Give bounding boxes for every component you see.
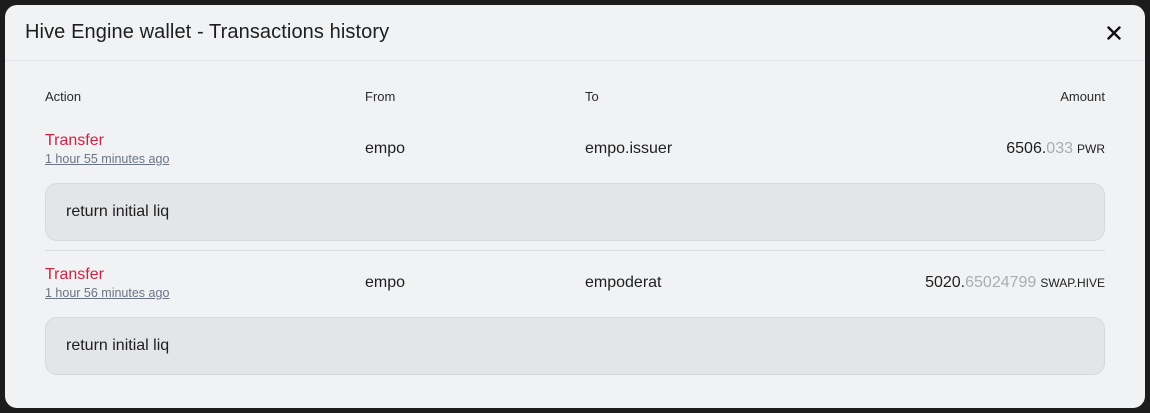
header-action: Action — [45, 89, 82, 104]
transaction-item: Transfer 1 hour 55 minutes ago empo empo… — [45, 125, 1105, 241]
close-icon — [1107, 25, 1121, 40]
memo-box: return initial liq — [45, 317, 1105, 375]
table-row: Transfer 1 hour 56 minutes ago empo empo… — [45, 259, 1105, 307]
amount-decimals: 033 — [1046, 140, 1073, 157]
header-from: From — [365, 89, 396, 104]
transactions-history-modal: Hive Engine wallet - Transactions histor… — [5, 5, 1145, 408]
token-symbol: PWR — [1077, 142, 1105, 156]
amount-integer: 5020. — [925, 274, 966, 291]
amount-decimals: 65024799 — [965, 274, 1037, 291]
header-to: To — [585, 89, 599, 104]
action-type: Transfer — [45, 132, 104, 149]
action-cell: Transfer 1 hour 55 minutes ago — [45, 131, 365, 167]
header-amount: Amount — [1060, 89, 1105, 104]
to-account: empo.issuer — [585, 140, 673, 157]
transaction-time-link[interactable]: 1 hour 55 minutes ago — [45, 152, 170, 166]
table-row: Transfer 1 hour 55 minutes ago empo empo… — [45, 125, 1105, 173]
memo-box: return initial liq — [45, 183, 1105, 241]
action-cell: Transfer 1 hour 56 minutes ago — [45, 265, 365, 301]
close-button[interactable] — [1100, 19, 1128, 47]
to-account: empoderat — [585, 274, 662, 291]
table-header: Action From To Amount — [45, 89, 1105, 125]
transactions-table: Action From To Amount Transfer 1 hour 55… — [5, 89, 1145, 375]
transaction-item: Transfer 1 hour 56 minutes ago empo empo… — [45, 259, 1105, 375]
row-divider — [45, 250, 1105, 251]
from-account: empo — [365, 140, 406, 157]
token-symbol: SWAP.HIVE — [1040, 276, 1105, 290]
amount-integer: 6506. — [1006, 140, 1047, 157]
transaction-time-link[interactable]: 1 hour 56 minutes ago — [45, 286, 170, 300]
modal-title: Hive Engine wallet - Transactions histor… — [25, 21, 390, 43]
from-account: empo — [365, 274, 406, 291]
modal-header: Hive Engine wallet - Transactions histor… — [5, 5, 1145, 61]
amount-cell: 6506.033 PWR — [845, 140, 1105, 158]
action-type: Transfer — [45, 266, 104, 283]
